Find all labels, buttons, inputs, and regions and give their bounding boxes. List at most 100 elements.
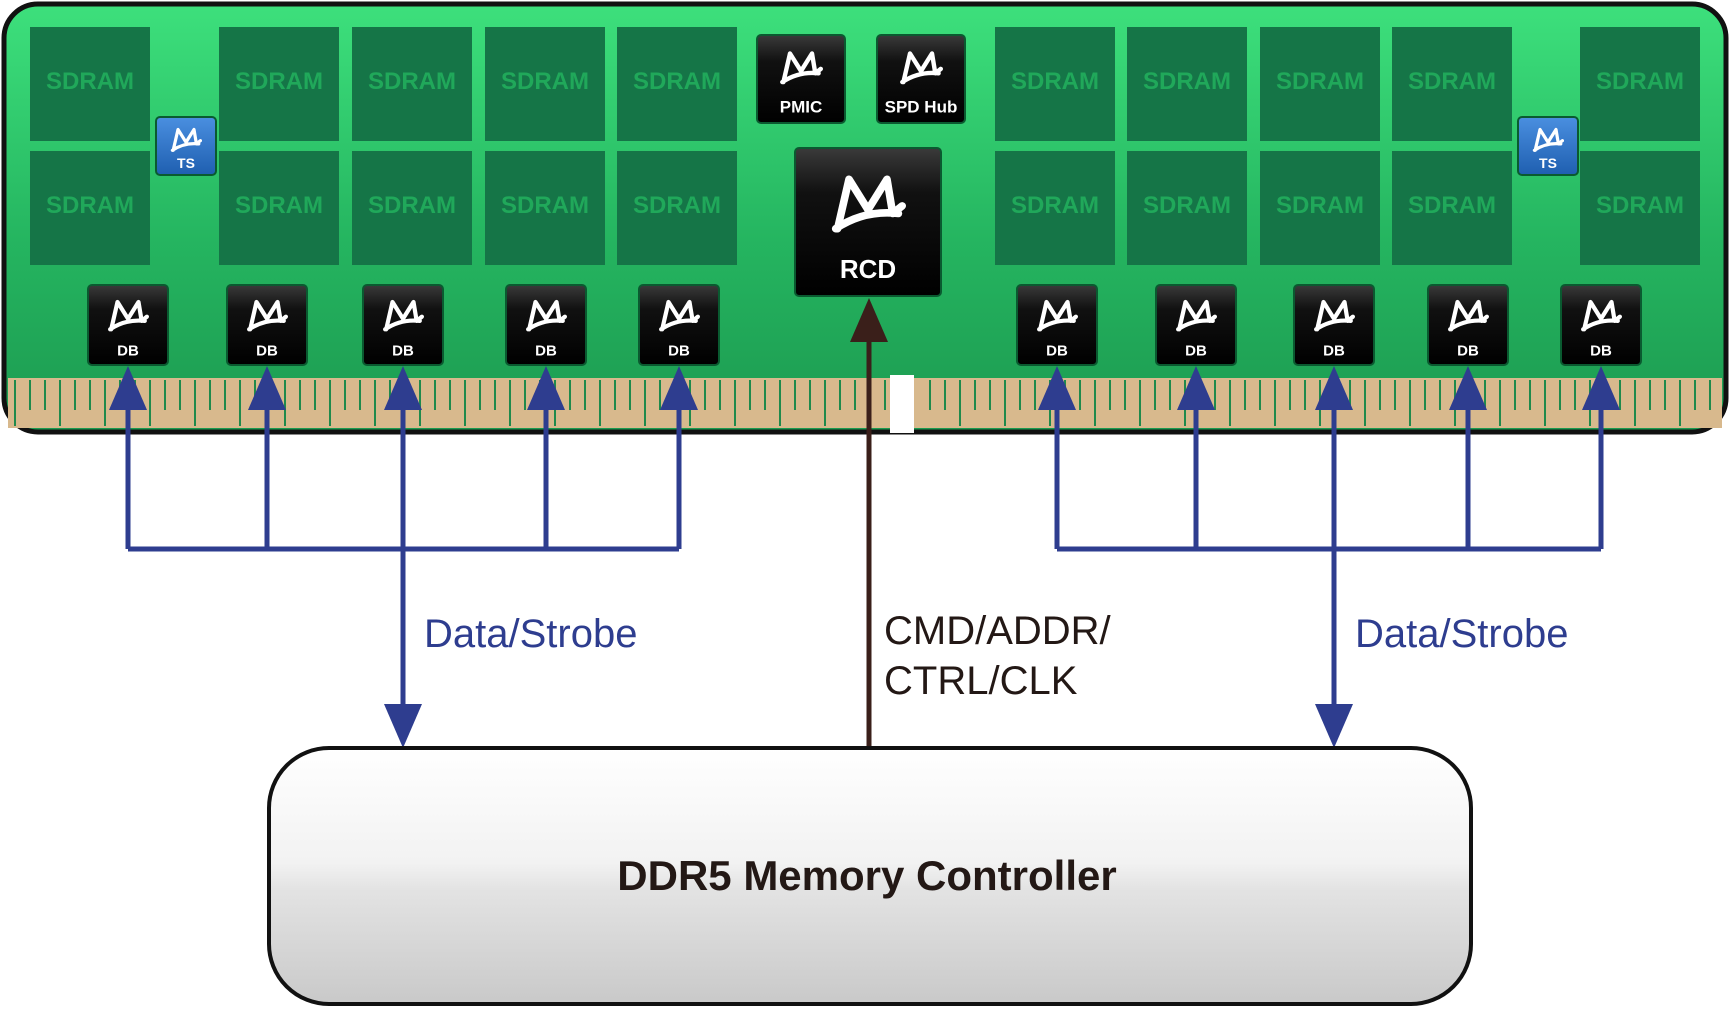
data-arrow-up-icon — [384, 366, 422, 410]
gold-finger-gap — [764, 380, 766, 410]
gold-finger-gap — [1619, 380, 1621, 410]
gold-finger-gap — [449, 380, 451, 410]
gold-finger-gap — [1574, 380, 1576, 410]
gold-finger-gap — [719, 380, 721, 410]
gold-finger-gap — [374, 380, 376, 426]
sdram-label: SDRAM — [46, 192, 134, 219]
sdram-chip: SDRAM — [219, 151, 339, 265]
gold-finger-gap — [29, 380, 31, 410]
gold-finger-gap — [284, 380, 286, 426]
sdram-chip: SDRAM — [485, 27, 605, 141]
sdram-chip: SDRAM — [617, 151, 737, 265]
spd-hub-chip-body — [876, 34, 966, 124]
spd-hub-chip: SPD Hub — [876, 34, 966, 124]
sdram-tile — [485, 151, 605, 265]
gold-finger-gap — [824, 380, 826, 426]
cmd-addr-label-line2: CTRL/CLK — [884, 659, 1078, 703]
sdram-chip: SDRAM — [1392, 27, 1512, 141]
data-arrow-up-icon — [1449, 366, 1487, 410]
gold-finger-gap — [1664, 380, 1666, 410]
db-chip-body — [1155, 284, 1237, 366]
gold-finger-gap — [1364, 380, 1366, 426]
db-chip-body — [1016, 284, 1098, 366]
gold-finger-gap — [974, 380, 976, 410]
sdram-tile — [219, 27, 339, 141]
sdram-label: SDRAM — [1276, 68, 1364, 95]
db-chip: DB — [638, 284, 720, 366]
gold-finger-gap — [359, 380, 361, 410]
sdram-chip: SDRAM — [1260, 27, 1380, 141]
gold-finger-gap — [749, 380, 751, 410]
db-chip-label: DB — [1590, 342, 1612, 359]
gold-finger-gap — [734, 380, 736, 426]
data-arrow-up-icon — [1582, 366, 1620, 410]
sdram-label: SDRAM — [1143, 68, 1231, 95]
sdram-label: SDRAM — [1408, 68, 1496, 95]
sdram-label: SDRAM — [501, 68, 589, 95]
db-chip: DB — [226, 284, 308, 366]
gold-finger-gap — [1109, 380, 1111, 410]
ts-chip-left: TS — [155, 116, 217, 176]
gold-finger-gap — [929, 380, 931, 410]
gold-finger-gap — [1304, 380, 1306, 410]
signal-wires — [109, 298, 1620, 748]
sdram-tile — [1392, 27, 1512, 141]
db-chip: DB — [505, 284, 587, 366]
data-arrow-up-icon — [660, 366, 698, 410]
sdram-tile — [485, 27, 605, 141]
gold-finger-gap — [1514, 380, 1516, 410]
gold-finger-gap — [1709, 380, 1711, 410]
data-arrow-up-icon — [1177, 366, 1215, 410]
gold-finger-gap — [959, 380, 961, 426]
sdram-chip: SDRAM — [1580, 27, 1700, 141]
dimm-module: SDRAM SDRAM SDRAM SDRAM SDRAM SDRAM SDRAM SDRAM… — [1, 1, 1729, 435]
db-chip-label: DB — [1457, 342, 1479, 359]
gold-finger-gap — [1634, 380, 1636, 426]
sdram-label: SDRAM — [368, 68, 456, 95]
gold-finger-gap — [794, 380, 796, 410]
sdram-chip: SDRAM — [352, 27, 472, 141]
gold-finger-gap — [809, 380, 811, 410]
gold-finger-gap — [464, 380, 466, 426]
gold-fingers — [8, 378, 1722, 428]
sdram-grid: SDRAM SDRAM SDRAM SDRAM SDRAM SDRAM SDRAM SDRAM… — [30, 27, 1700, 265]
gold-finger-gap — [1484, 380, 1486, 410]
sdram-label: SDRAM — [1143, 192, 1231, 219]
gold-finger-gap — [314, 380, 316, 410]
db-chip-label: DB — [535, 342, 557, 359]
rcd-chip: RCD — [794, 147, 942, 297]
gold-finger-gap — [1259, 380, 1261, 410]
db-chip-label: DB — [1185, 342, 1207, 359]
gold-finger-gap — [989, 380, 991, 410]
sdram-tile — [1127, 27, 1247, 141]
gold-finger-gap — [104, 380, 106, 426]
gold-finger-gap — [494, 380, 496, 410]
memory-controller: DDR5 Memory Controller — [267, 746, 1473, 1006]
gold-finger-gap — [344, 380, 346, 410]
gold-finger-gap — [329, 380, 331, 426]
gold-finger-gap — [839, 380, 841, 410]
sdram-tile — [1580, 151, 1700, 265]
rcd-chip-body — [794, 147, 942, 297]
db-chip: DB — [1293, 284, 1375, 366]
gold-finger-gap — [89, 380, 91, 410]
gold-finger-gap — [584, 380, 586, 410]
gold-finger-gap — [1694, 380, 1696, 410]
key-notch — [890, 375, 914, 433]
db-chip-body — [1427, 284, 1509, 366]
sdram-chip: SDRAM — [485, 151, 605, 265]
rcd-chip-label: RCD — [840, 254, 896, 284]
gold-finger-gap — [1439, 380, 1441, 410]
db-chip-body — [1560, 284, 1642, 366]
sdram-tile — [995, 27, 1115, 141]
gold-finger-gap — [299, 380, 301, 410]
db-chip: DB — [362, 284, 444, 366]
gold-finger-gap — [704, 380, 706, 410]
sdram-label: SDRAM — [501, 192, 589, 219]
db-chip-body — [505, 284, 587, 366]
memory-controller-label: DDR5 Memory Controller — [617, 852, 1116, 899]
gold-finger-gap — [419, 380, 421, 426]
data-strobe-right-label: Data/Strobe — [1355, 612, 1568, 656]
